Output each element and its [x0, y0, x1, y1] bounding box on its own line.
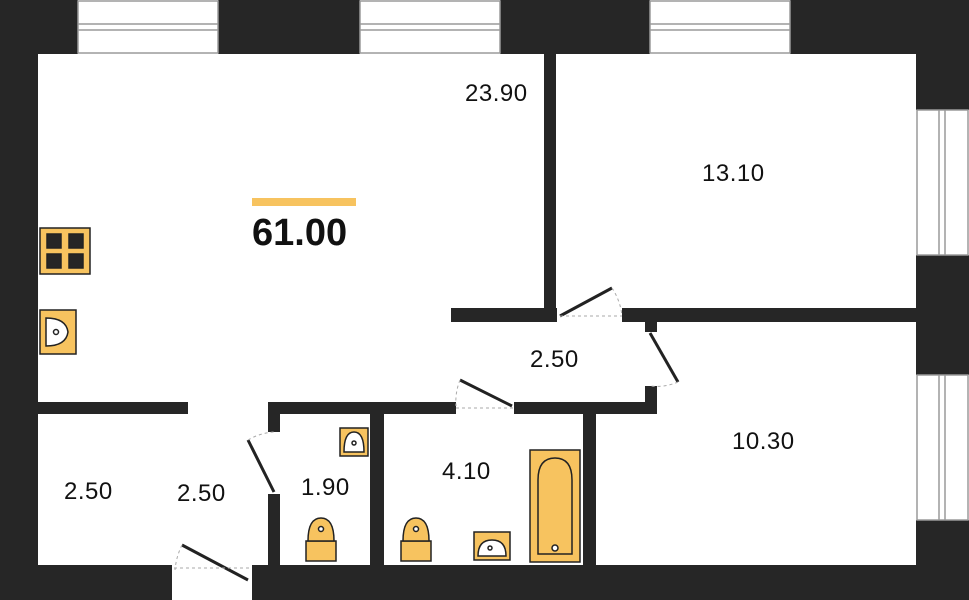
- toilet-icon: [400, 517, 432, 562]
- room-area-entrance: 2.50: [177, 480, 226, 507]
- room-area-storage: 2.50: [64, 478, 113, 505]
- room-area-bathroom: 4.10: [442, 458, 491, 485]
- fixtures: [39, 227, 581, 563]
- door-icon: [648, 332, 680, 387]
- door-icon: [174, 543, 250, 582]
- window-icon: [77, 0, 219, 54]
- sink-icon: [473, 531, 511, 561]
- total-area-accent-bar: [252, 198, 356, 206]
- doors: [174, 286, 680, 582]
- window-icon: [916, 109, 969, 256]
- bathtub-icon: [529, 449, 581, 563]
- sink-icon: [39, 309, 77, 355]
- door-icon: [559, 286, 623, 318]
- door-icon: [246, 431, 276, 493]
- door-icon: [455, 378, 514, 409]
- room-area-bedroom: 13.10: [702, 160, 765, 187]
- toilet-icon: [305, 517, 337, 562]
- window-icon: [916, 374, 969, 521]
- total-area: 61.00: [252, 212, 348, 254]
- windows: [77, 0, 969, 521]
- stove-icon: [39, 227, 91, 275]
- room-area-hall: 2.50: [530, 346, 579, 373]
- room-area-living: 23.90: [465, 80, 528, 107]
- sink-icon: [339, 427, 369, 457]
- window-icon: [649, 0, 791, 54]
- room-area-wc: 1.90: [301, 474, 350, 501]
- room-area-bedroom2: 10.30: [732, 428, 795, 455]
- window-icon: [359, 0, 501, 54]
